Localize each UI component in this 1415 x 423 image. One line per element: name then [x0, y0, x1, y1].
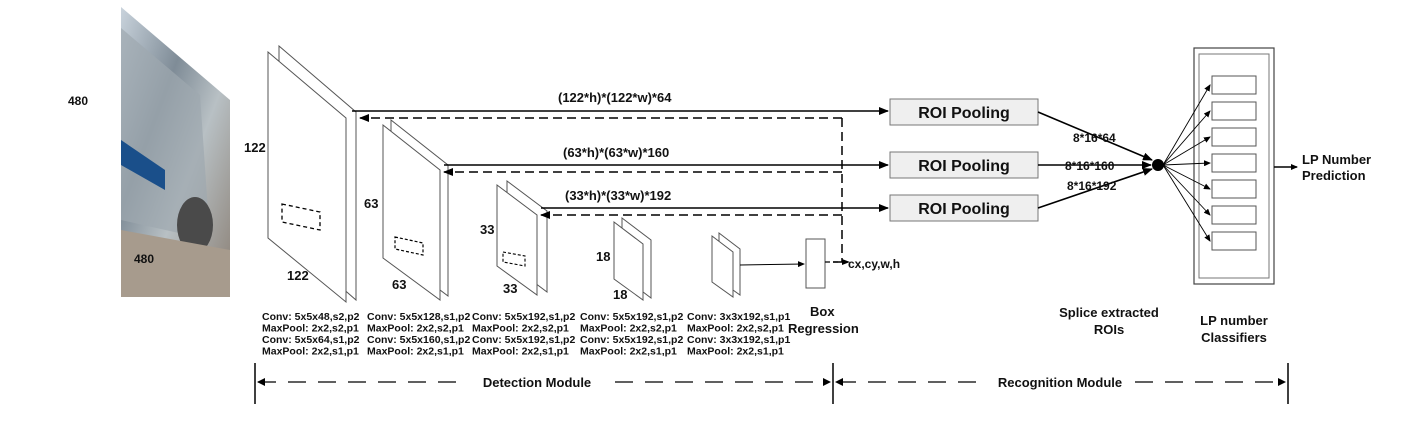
classifier-unit-5 [1212, 180, 1256, 198]
feature-map-2-side-label: 63 [364, 196, 378, 211]
box-regression-input-arrow [740, 264, 804, 265]
feature-map-2-front [383, 125, 440, 300]
roi-feedback-path [832, 118, 842, 262]
classifier-unit-1 [1212, 76, 1256, 94]
splice-label-2: ROIs [1094, 322, 1124, 337]
feature-map-1-bottom-label: 122 [287, 268, 309, 283]
input-height-label: 480 [68, 94, 88, 108]
layer-5-op-1: Conv: 3x3x192,s1,p1 [687, 311, 790, 323]
layer-1-op-2: MaxPool: 2x2,s2,p1 [262, 323, 359, 335]
layer-2-op-4: MaxPool: 2x2,s1,p1 [367, 346, 464, 358]
feature-map-2-bottom-label: 63 [392, 277, 406, 292]
feature-map-1-side-label: 122 [244, 140, 266, 155]
layer-5-op-4: MaxPool: 2x2,s1,p1 [687, 346, 784, 358]
roi-pooling-2: ROI Pooling [890, 152, 1038, 178]
layer-4-op-2: MaxPool: 2x2,s2,p1 [580, 323, 677, 335]
feature-map-4-side-label: 18 [596, 249, 610, 264]
feature-map-3-side-label: 33 [480, 222, 494, 237]
classifier-unit-6 [1212, 206, 1256, 224]
layer-3-op-3: Conv: 5x5x192,s1,p2 [472, 334, 575, 346]
roi-pooling-2-label: ROI Pooling [918, 158, 1010, 175]
layer-1-op-4: MaxPool: 2x2,s1,p1 [262, 346, 359, 358]
detection-module-label: Detection Module [483, 375, 591, 390]
roi-pooling-1: ROI Pooling [890, 99, 1038, 125]
prediction-label-2: Prediction [1302, 168, 1366, 183]
box-regression-label-2: Regression [788, 321, 859, 336]
layer-3-op-1: Conv: 5x5x192,s1,p2 [472, 311, 575, 323]
layer-operations: Conv: 5x5x48,s2,p2MaxPool: 2x2,s2,p1Conv… [262, 311, 790, 358]
recognition-module-right-arrowhead [1278, 378, 1286, 386]
feature-map-2 [383, 120, 448, 300]
layer-5-op-2: MaxPool: 2x2,s2,p1 [687, 323, 784, 335]
layer-2-op-2: MaxPool: 2x2,s2,p1 [367, 323, 464, 335]
feature-map-1 [268, 46, 356, 302]
layer-4-op-4: MaxPool: 2x2,s1,p1 [580, 346, 677, 358]
prediction-label-1: LP Number [1302, 152, 1371, 167]
flow-label-2: (63*h)*(63*w)*160 [563, 145, 669, 160]
layer-4-op-3: Conv: 5x5x192,s1,p2 [580, 334, 683, 346]
layer-4-op-1: Conv: 5x5x192,s1,p2 [580, 311, 683, 323]
pooled-size-2: 8*16*160 [1065, 159, 1115, 173]
layer-3-op-2: MaxPool: 2x2,s2,p1 [472, 323, 569, 335]
detection-module-right-arrowhead [823, 378, 831, 386]
roi-pooling-3: ROI Pooling [890, 195, 1038, 221]
splice-label-1: Splice extracted [1059, 305, 1159, 320]
detection-module-left-arrowhead [257, 378, 265, 386]
classifiers-label-1: LP number [1200, 313, 1268, 328]
pooled-size-3: 8*16*192 [1067, 179, 1117, 193]
feature-map-5 [712, 233, 740, 297]
roi-pooling-1-label: ROI Pooling [918, 105, 1010, 122]
feature-map-3 [497, 181, 547, 295]
pooled-size-1: 8*16*64 [1073, 131, 1116, 145]
layer-2-op-1: Conv: 5x5x128,s1,p2 [367, 311, 470, 323]
box-regression-block [806, 239, 825, 288]
classifier-unit-7 [1212, 232, 1256, 250]
recognition-module-label: Recognition Module [998, 375, 1122, 390]
box-regression-label-1: Box [810, 304, 835, 319]
box-regression-output-label: cx,cy,w,h [848, 257, 900, 271]
feature-map-4-bottom-label: 18 [613, 287, 627, 302]
flow-label-3: (33*h)*(33*w)*192 [565, 188, 671, 203]
splice-node [1152, 159, 1164, 171]
classifiers-label-2: Classifiers [1201, 330, 1267, 345]
classifier-unit-4 [1212, 154, 1256, 172]
classifier-unit-3 [1212, 128, 1256, 146]
classifier-unit-2 [1212, 102, 1256, 120]
feature-map-1-front [268, 52, 346, 302]
layer-1-op-1: Conv: 5x5x48,s2,p2 [262, 311, 360, 323]
layer-1-op-3: Conv: 5x5x64,s1,p2 [262, 334, 360, 346]
roi-pooling-3-label: ROI Pooling [918, 201, 1010, 218]
layer-5-op-3: Conv: 3x3x192,s1,p1 [687, 334, 790, 346]
flow-label-1: (122*h)*(122*w)*64 [558, 90, 672, 105]
feature-map-3-bottom-label: 33 [503, 281, 517, 296]
input-width-label: 480 [134, 252, 154, 266]
layer-2-op-3: Conv: 5x5x160,s1,p2 [367, 334, 470, 346]
layer-3-op-4: MaxPool: 2x2,s1,p1 [472, 346, 569, 358]
